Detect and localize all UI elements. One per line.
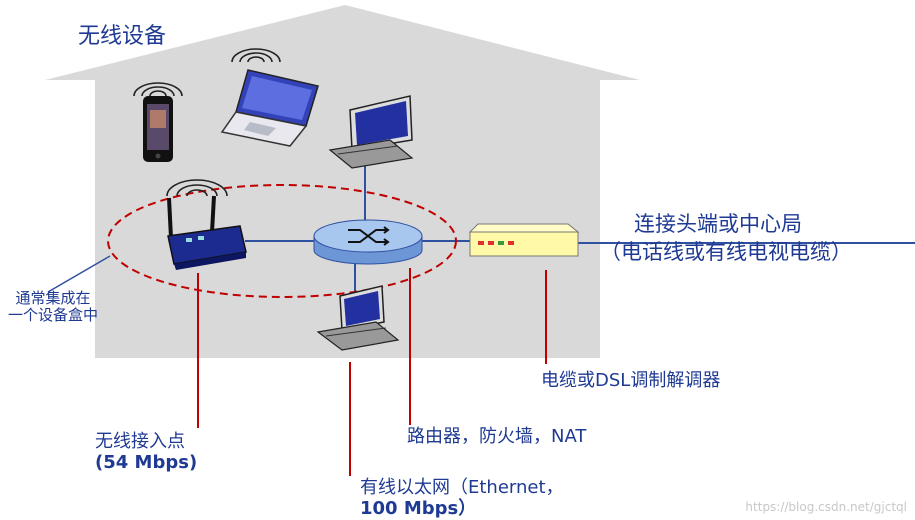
desktop-computer-icon: [328, 95, 414, 169]
ethernet-label-line2: 100 Mbps）: [360, 497, 477, 519]
ap-wireless-waves-icon: [166, 179, 228, 197]
wireless-access-point-icon: [167, 195, 247, 270]
access-point-label: 无线接入点 (54 Mbps): [95, 431, 198, 473]
uplink-label-line2: （电话线或有线电视电缆）: [600, 240, 852, 265]
laptop-wireless-waves-icon: [231, 48, 281, 63]
integration-ellipse: [107, 184, 457, 298]
access-point-label-line1: 无线接入点: [95, 431, 185, 452]
modem-label: 电缆或DSL调制解调器: [541, 370, 721, 391]
laptop-icon: [220, 69, 319, 147]
router-label: 路由器，防火墙，NAT: [407, 426, 587, 447]
wired-computer-icon: [316, 285, 400, 351]
house-shape: [45, 5, 640, 358]
watermark: https://blog.csdn.net/gjctql: [745, 500, 907, 514]
integrated-note-line2: 一个设备盒中: [8, 306, 99, 325]
router-icon: [313, 219, 423, 265]
access-point-label-line2: (54 Mbps): [95, 451, 198, 473]
diagram-title: 无线设备: [78, 24, 167, 49]
uplink-label: 连接头端或中心局 （电话线或有线电视电缆）: [600, 212, 852, 264]
integrated-note: 通常集成在 一个设备盒中: [8, 289, 99, 325]
ethernet-label-line1: 有线以太网（Ethernet，: [360, 477, 564, 498]
pointer-integrated: [47, 255, 111, 293]
uplink-label-line1: 连接头端或中心局: [634, 212, 802, 236]
integrated-note-line1: 通常集成在: [15, 289, 91, 307]
modem-icon: [468, 223, 580, 257]
ethernet-label: 有线以太网（Ethernet， 100 Mbps）: [360, 477, 564, 519]
phone-wireless-waves-icon: [133, 82, 183, 97]
smartphone-icon: [143, 96, 173, 162]
